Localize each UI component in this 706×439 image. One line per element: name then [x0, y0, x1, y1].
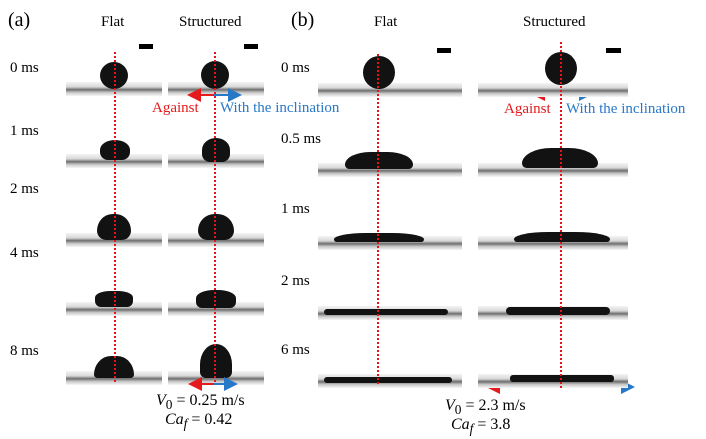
droplet-image: [334, 233, 424, 242]
with-inclination-annotation: With the inclination: [220, 100, 340, 116]
capillary-number-label: Caf = 3.8: [451, 416, 511, 437]
droplet-image: [200, 344, 232, 378]
substrate-structured: [168, 233, 264, 247]
droplet-image: [514, 232, 610, 242]
droplet-image: [345, 152, 413, 169]
time-label: 0 ms: [281, 60, 310, 76]
panel-b-flat-header: Flat: [374, 14, 398, 30]
guide-line: [377, 54, 379, 384]
guide-line: [560, 42, 562, 388]
panel-a-structured-header: Structured: [179, 14, 242, 30]
scale-bar: [139, 44, 153, 49]
panel-a-flat-header: Flat: [101, 14, 125, 30]
time-label: 8 ms: [10, 343, 39, 359]
time-label: 1 ms: [281, 201, 310, 217]
time-label: 6 ms: [281, 342, 310, 358]
droplet-image: [363, 56, 395, 89]
droplet-image: [202, 138, 230, 162]
guide-line: [114, 52, 116, 382]
with-inclination-annotation: With the inclination: [566, 101, 686, 117]
panel-b-structured-header: Structured: [523, 14, 586, 30]
capillary-number-label: Caf = 0.42: [165, 411, 233, 432]
substrate-structured: [168, 302, 264, 316]
against-annotation: Against: [152, 100, 199, 116]
guide-line: [214, 52, 216, 382]
time-label: 0 ms: [10, 60, 39, 76]
time-label: 2 ms: [10, 181, 39, 197]
droplet-image: [324, 377, 452, 383]
droplet-image: [196, 290, 236, 308]
against-annotation: Against: [504, 101, 551, 117]
time-label: 2 ms: [281, 273, 310, 289]
droplet-image: [506, 307, 610, 315]
scale-bar: [606, 48, 621, 53]
time-label: 1 ms: [10, 123, 39, 139]
time-label: 4 ms: [10, 245, 39, 261]
scale-bar: [244, 44, 258, 49]
scale-bar: [437, 48, 451, 53]
droplet-image: [198, 214, 234, 240]
panel-a-label: (a): [8, 9, 31, 31]
velocity-label: V0 = 0.25 m/s: [156, 392, 245, 413]
droplet-image: [510, 375, 614, 382]
velocity-label: V0 = 2.3 m/s: [445, 397, 526, 418]
time-label: 0.5 ms: [281, 131, 322, 147]
panel-b-label: (b): [291, 9, 315, 31]
droplet-image: [324, 309, 448, 315]
substrate-flat: [318, 83, 462, 97]
substrate-structured: [478, 83, 628, 97]
